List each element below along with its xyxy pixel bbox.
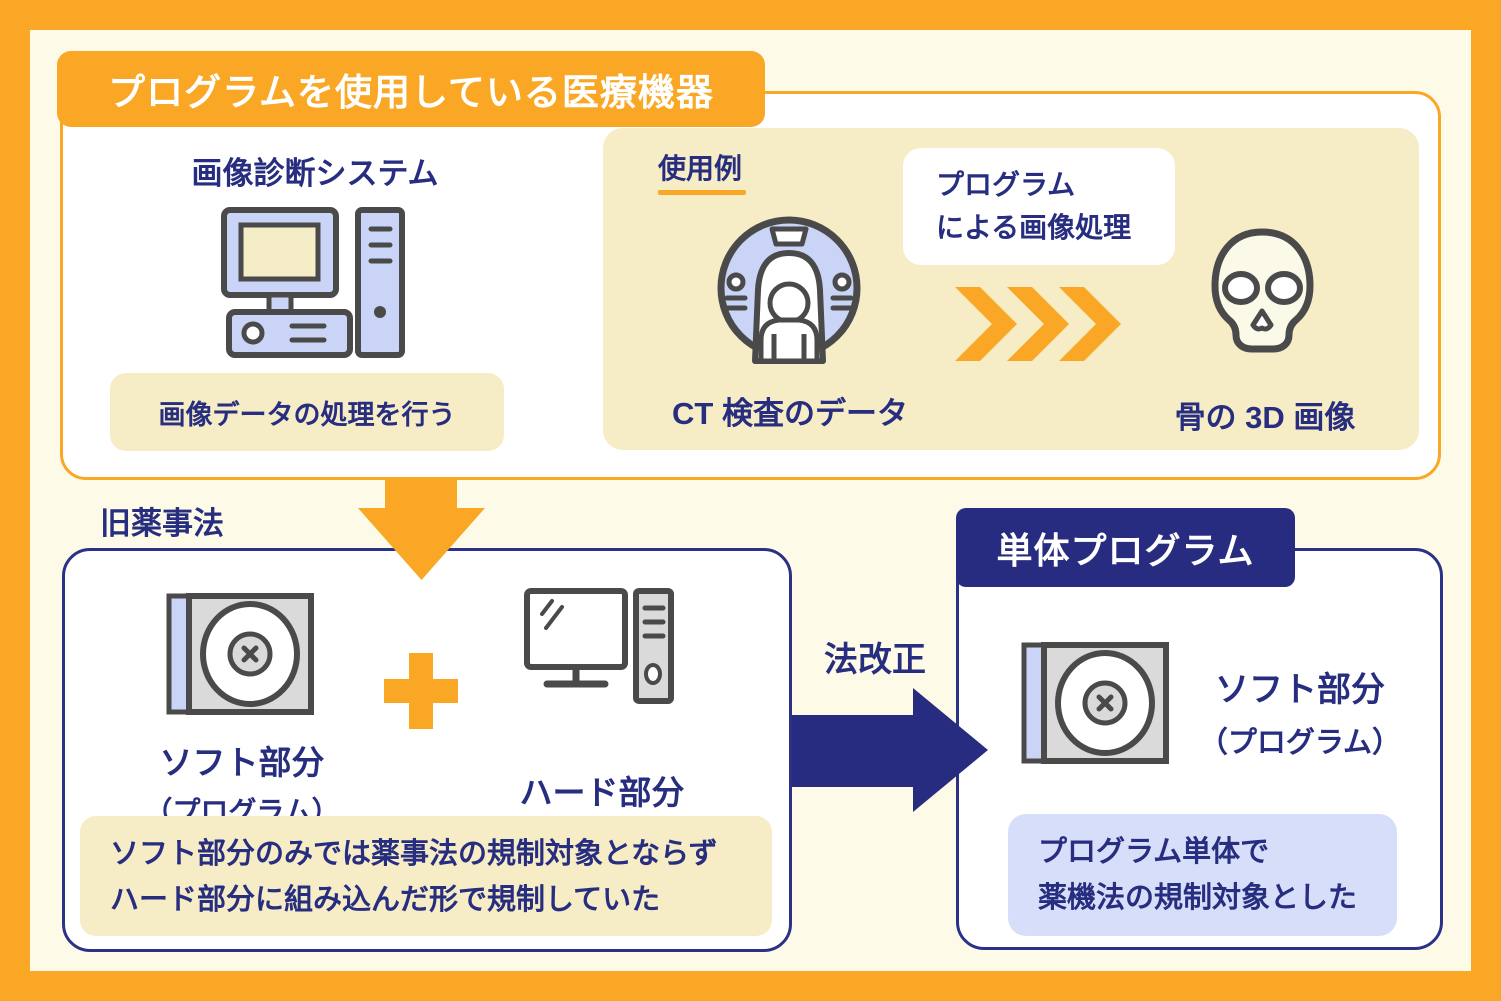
hardware-label: ハード部分 <box>519 774 685 811</box>
cd-case-icon <box>1021 642 1169 764</box>
usage-example-label: 使用例 <box>658 153 743 184</box>
old-law-note-line2: ハード部分に組み込んだ形で規制していた <box>110 884 661 916</box>
standalone-program-header: 単体プログラム <box>956 508 1295 587</box>
image-processing-line2: による画像処理 <box>936 212 1132 243</box>
old-law-label: 旧薬事法 <box>100 506 224 541</box>
plus-icon <box>384 653 458 729</box>
desktop-computer-icon <box>220 206 405 358</box>
bone-3d-caption: 骨の 3D 画像 <box>1174 400 1356 435</box>
image-processing-line1: プログラム <box>936 169 1076 200</box>
software-sub-text: （プログラム） <box>1198 727 1402 759</box>
ct-scanner-icon <box>706 212 872 364</box>
law-revision-label: 法改正 <box>824 641 926 679</box>
usage-example-underline <box>658 190 746 195</box>
triple-chevron-icon <box>955 287 1121 361</box>
diagnostic-caption: 画像データの処理を行う <box>158 399 456 430</box>
software-label-text: ソフト部分 <box>159 744 325 781</box>
software-label-new: ソフト部分 （プログラム） <box>1180 662 1420 761</box>
diagnostic-caption-box: 画像データの処理を行う <box>110 373 504 451</box>
main-header: プログラムを使用している医療機器 <box>57 51 765 127</box>
standalone-note-box: プログラム単体で 薬機法の規制対象とした <box>1008 814 1397 936</box>
cd-case-icon <box>166 593 314 715</box>
diagnostic-system-title: 画像診断システム <box>191 156 439 191</box>
main-title: プログラムを使用している医療機器 <box>108 72 714 113</box>
skull-icon <box>1205 227 1320 359</box>
down-arrow-icon <box>358 478 485 580</box>
right-arrow-icon <box>792 688 988 812</box>
standalone-note-line2: 薬機法の規制対象とした <box>1038 882 1358 914</box>
ct-data-caption: CT 検査のデータ <box>672 396 908 431</box>
old-law-note-line1: ソフト部分のみでは薬事法の規制対象とならず <box>110 838 718 870</box>
image-processing-box: プログラム による画像処理 <box>903 148 1175 265</box>
computer-tower-icon <box>524 588 674 708</box>
standalone-program-title: 単体プログラム <box>996 529 1255 571</box>
old-law-note-box: ソフト部分のみでは薬事法の規制対象とならず ハード部分に組み込んだ形で規制してい… <box>80 816 772 936</box>
standalone-note-line1: プログラム単体で <box>1038 836 1270 868</box>
software-label-text: ソフト部分 <box>1215 671 1385 709</box>
